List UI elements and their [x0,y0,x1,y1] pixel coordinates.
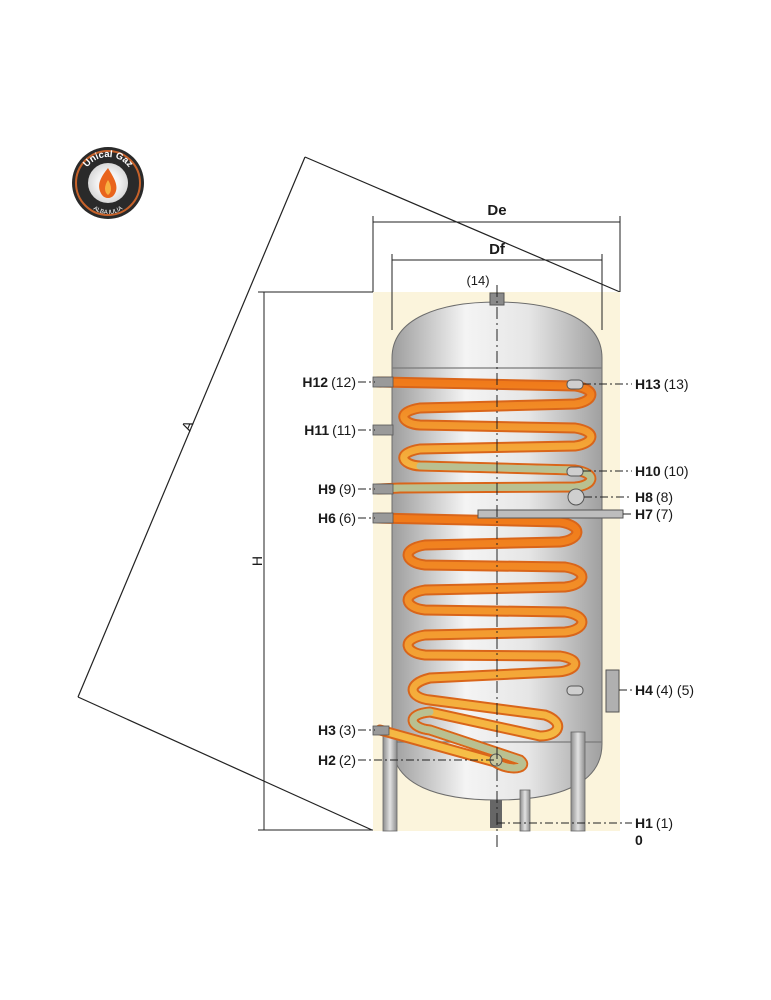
port-label-h6: H6(6) [318,510,356,526]
right-fittings [477,379,624,767]
top-port-label: (14) [466,273,489,288]
tank-legs [382,731,586,832]
top-dimension-lines [372,216,621,330]
port-label-h9: H9(9) [318,481,356,497]
right-leader-lines [497,383,632,824]
port-label-h8: H8(8) [635,489,673,505]
height-dimension [258,291,373,831]
port-label-h12: H12(12) [302,374,356,390]
lower-heating-coil [372,512,588,774]
dim-label-h: H [249,556,265,566]
port-label-h3: H3(3) [318,722,356,738]
port-label-h11: H11(11) [304,422,356,438]
port-label-h10: H10(10) [635,463,689,479]
left-port-labels: H12(12) H11(11) H9(9) H6(6) H3(3) H2(2) [302,374,356,768]
baseline-zero-label: 0 [635,832,643,848]
company-logo: Unical Gaz ALBA IULIA [72,147,144,219]
dim-label-de: De [487,202,506,219]
port-label-h13: H13(13) [635,376,689,392]
right-port-labels: H13(13) H10(10) H8(8) H7(7) H4(4) (5) H1… [635,376,694,831]
left-pipe-stubs [372,376,394,736]
port-label-h4: H4(4) (5) [635,682,694,698]
port-label-h7: H7(7) [635,506,673,522]
left-leader-lines [358,381,496,761]
port-label-h2: H2(2) [318,752,356,768]
logo-bottom-text: ALBA IULIA [92,206,124,216]
diagonal-dimension [77,156,621,831]
dim-label-df: Df [489,241,506,258]
port-label-h1: H1(1) [635,815,673,831]
